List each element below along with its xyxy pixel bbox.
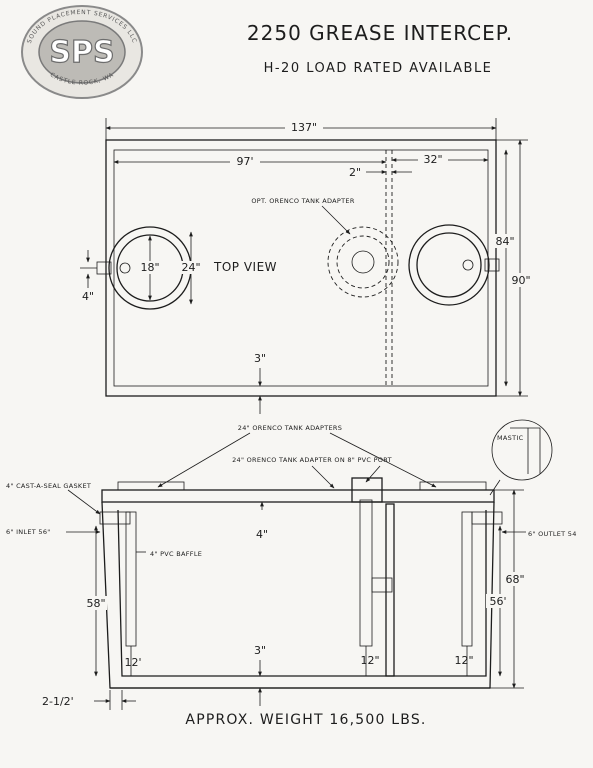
divider-wall bbox=[385, 503, 395, 677]
dim-wall: 2" bbox=[349, 166, 361, 179]
optional-adapter-outer bbox=[327, 226, 399, 298]
logo-letters: SPS bbox=[49, 35, 114, 70]
leader-orenco-on-port bbox=[311, 465, 335, 489]
leader-mastic bbox=[489, 479, 501, 496]
dim-overall-width: 90" bbox=[511, 274, 530, 287]
dim-inner-width: 84" bbox=[495, 235, 514, 248]
dim-outlet-compartment: 32" bbox=[423, 153, 442, 166]
drawing-title: 2250 GREASE INTERCEP. bbox=[247, 21, 513, 45]
dim-left-depth: 58" bbox=[86, 597, 105, 610]
optional-adapter-mid bbox=[336, 235, 390, 289]
dim-wall-thickness: 3" bbox=[254, 352, 266, 365]
outlet-pipe bbox=[471, 511, 503, 525]
riser-adapter-left bbox=[117, 481, 185, 491]
mastic-detail-joint bbox=[510, 427, 541, 474]
outlet-pipe-stub bbox=[484, 258, 500, 272]
leader-orenco-adapter bbox=[321, 205, 351, 235]
label-bg bbox=[285, 121, 323, 133]
sps-logo: SPS SOUND PLACEMENT SERVICES LLC CASTLE … bbox=[21, 5, 143, 99]
dim-baffle-gap-right: 12" bbox=[454, 654, 473, 667]
inlet-baffle bbox=[125, 511, 137, 647]
outlet-pipe bbox=[462, 259, 474, 271]
callout-orenco-adapters: 24" ORENCO TANK ADAPTERS bbox=[238, 424, 342, 432]
leader-orenco-right bbox=[329, 432, 437, 488]
leader-gasket bbox=[67, 489, 101, 515]
callout-outlet: 6" OUTLET 54 bbox=[528, 530, 577, 538]
label-bg bbox=[502, 572, 528, 586]
outlet-baffle bbox=[461, 511, 473, 647]
inlet-pipe bbox=[119, 262, 131, 274]
tank-inner-outline bbox=[113, 149, 489, 387]
label-bg bbox=[83, 596, 107, 610]
center-baffle-port bbox=[371, 577, 393, 593]
callout-orenco-on-port: 24" ORENCO TANK ADAPTER ON 8" PVC PORT bbox=[232, 456, 392, 464]
optional-adapter-port bbox=[351, 250, 375, 274]
callout-orenco-adapter: OPT. ORENCO TANK ADAPTER bbox=[251, 197, 354, 205]
label-bg bbox=[134, 261, 164, 274]
dim-side-wall-thickness: 2-1/2' bbox=[42, 695, 74, 708]
dim-total-height: 68" bbox=[505, 573, 524, 586]
label-bg bbox=[230, 155, 260, 168]
dim-floor-thickness: 3" bbox=[254, 644, 266, 657]
dim-lid-thickness: 4" bbox=[256, 528, 268, 541]
dim-riser-diameter: 24" bbox=[181, 261, 200, 274]
tank-outer-wall bbox=[101, 501, 495, 689]
dim-baffle-gap-mid: 12" bbox=[360, 654, 379, 667]
dim-overall-length: 137" bbox=[291, 121, 317, 134]
callout-gasket: 4" CAST-A-SEAL GASKET bbox=[6, 482, 91, 490]
drawing-subtitle: H-20 LOAD RATED AVAILABLE bbox=[264, 61, 493, 76]
label-bg bbox=[486, 594, 510, 608]
dim-inlet-compartment: 97' bbox=[236, 155, 253, 168]
dim-port-diameter: 18" bbox=[140, 261, 159, 274]
center-baffle bbox=[359, 499, 373, 647]
dim-right-depth: 56' bbox=[489, 595, 506, 608]
dim-pipe-offset: 4" bbox=[82, 290, 94, 303]
outlet-riser-outer bbox=[408, 224, 490, 306]
callout-baffle: 4" PVC BAFFLE bbox=[150, 550, 202, 558]
mastic-detail-circle bbox=[491, 419, 553, 481]
outlet-riser-inner bbox=[416, 232, 482, 298]
top-view: 137" 97' 2" 32" 18" 24" bbox=[80, 118, 535, 414]
tank-outer-outline bbox=[105, 139, 497, 397]
callout-mastic: MASTIC bbox=[497, 434, 524, 442]
leader-orenco-on-port bbox=[365, 465, 381, 483]
tank-inner-wall bbox=[117, 509, 487, 677]
approx-weight: APPROX. WEIGHT 16,500 LBS. bbox=[185, 712, 426, 728]
riser-port-center bbox=[351, 477, 383, 503]
dim-baffle-gap-left: 12' bbox=[124, 656, 141, 669]
side-view: 24" ORENCO TANK ADAPTERS 24" ORENCO TANK… bbox=[6, 419, 577, 710]
inlet-pipe bbox=[99, 511, 131, 525]
label-bg bbox=[177, 261, 205, 274]
tank-lid bbox=[101, 489, 495, 503]
label-bg bbox=[418, 153, 448, 166]
label-bg bbox=[494, 234, 516, 248]
leader-orenco-left bbox=[157, 432, 251, 488]
label-bg bbox=[507, 273, 535, 287]
callout-inlet: 6" INLET 56" bbox=[6, 528, 51, 536]
riser-adapter-right bbox=[419, 481, 487, 491]
top-view-label: TOP VIEW bbox=[213, 260, 277, 274]
